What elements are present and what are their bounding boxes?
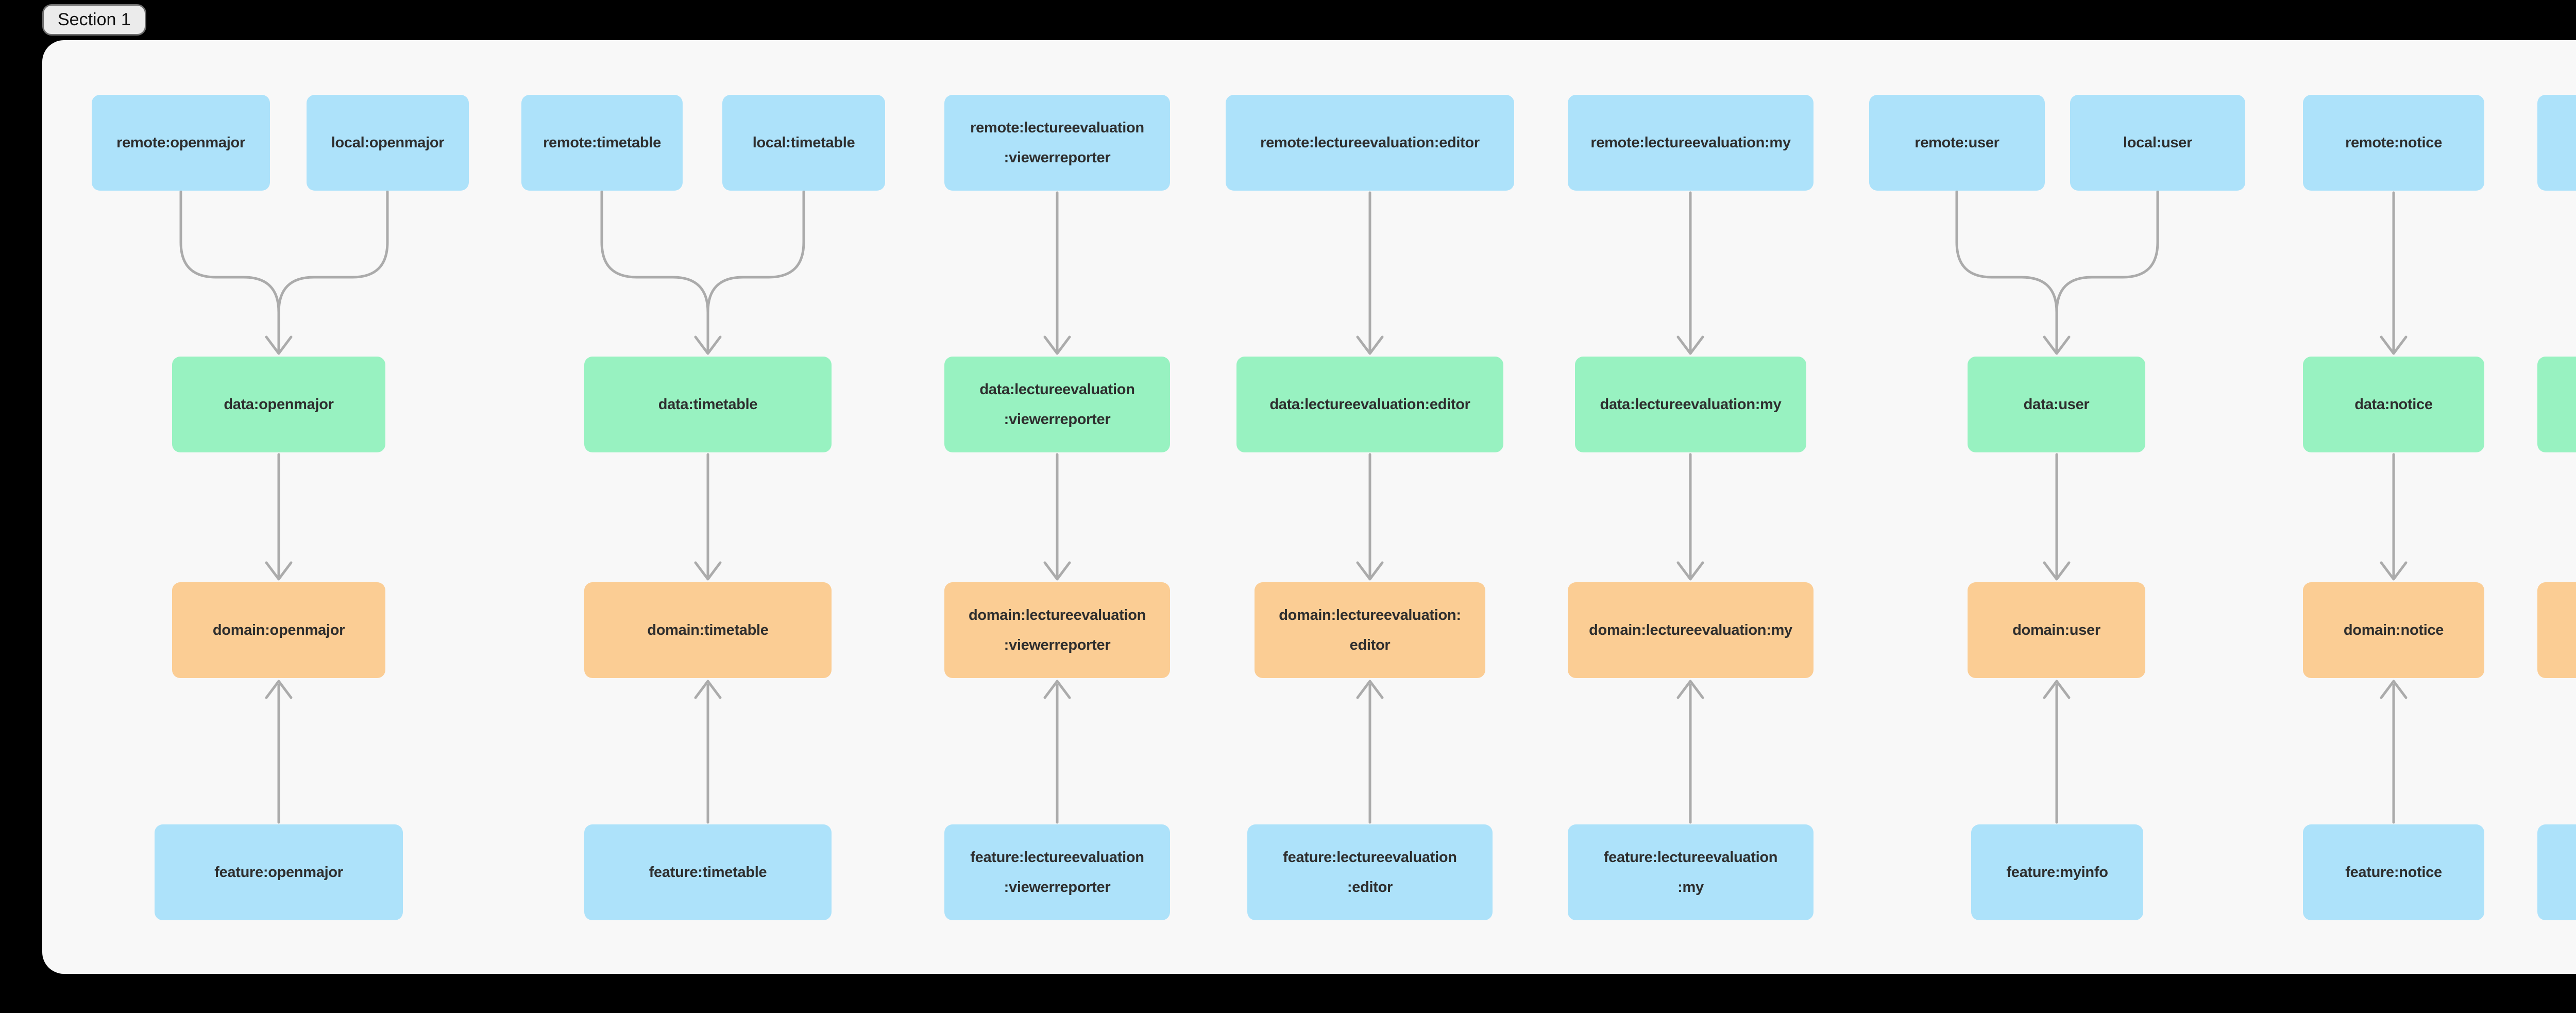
node-data-openmajor: data:openmajor	[172, 357, 385, 452]
node-remote-lectureevaluation-viewerreporter: remote:lectureevaluation :viewerreporter	[944, 95, 1170, 191]
edge-data-user-to-domain	[2043, 453, 2071, 581]
node-remote-user: remote:user	[1869, 95, 2045, 191]
node-data-signup: data:signup	[2537, 357, 2576, 452]
node-feature-lectureevaluation-my: feature:lectureevaluation :my	[1568, 824, 1814, 920]
node-feature-timetable: feature:timetable	[584, 824, 832, 920]
edge-data-my-to-domain	[1676, 453, 1704, 581]
node-domain-notice: domain:notice	[2303, 582, 2484, 678]
node-domain-lectureevaluation-editor: domain:lectureevaluation: editor	[1255, 582, 1485, 678]
node-remote-notice: remote:notice	[2303, 95, 2484, 191]
node-domain-timetable: domain:timetable	[584, 582, 832, 678]
edge-feature-openmajor-to-domain	[265, 680, 293, 824]
node-domain-lectureevaluation-my: domain:lectureevaluation:my	[1568, 582, 1814, 678]
edge-data-viewerreporter-to-domain	[1043, 453, 1071, 581]
node-data-lectureevaluation-viewerreporter: data:lectureevaluation :viewerreporter	[944, 357, 1170, 452]
edge-remote-local-user-to-data	[1955, 190, 2159, 355]
edge-feature-timetable-to-domain	[694, 680, 722, 824]
node-feature-myinfo: feature:myinfo	[1971, 824, 2143, 920]
node-remote-lectureevaluation-my: remote:lectureevaluation:my	[1568, 95, 1814, 191]
node-remote-signup: remote:signup	[2537, 95, 2576, 191]
node-remote-lectureevaluation-editor: remote:lectureevaluation:editor	[1226, 95, 1514, 191]
node-data-timetable: data:timetable	[584, 357, 832, 452]
node-data-lectureevaluation-my: data:lectureevaluation:my	[1575, 357, 1806, 452]
node-feature-lectureevaluation-viewerreporter: feature:lectureevaluation :viewerreporte…	[944, 824, 1170, 920]
node-feature-signup: feature:signup	[2537, 824, 2576, 920]
edge-feature-my-to-domain	[1676, 680, 1704, 824]
node-data-lectureevaluation-editor: data:lectureevaluation:editor	[1236, 357, 1503, 452]
edge-feature-editor-to-domain	[1356, 680, 1384, 824]
node-data-user: data:user	[1968, 357, 2145, 452]
edge-feature-notice-to-domain	[2380, 680, 2408, 824]
node-feature-openmajor: feature:openmajor	[155, 824, 403, 920]
section-chip[interactable]: Section 1	[42, 4, 146, 36]
edge-remote-my-to-data	[1676, 191, 1704, 355]
edge-data-notice-to-domain	[2380, 453, 2408, 581]
edge-feature-myinfo-to-domain	[2043, 680, 2071, 824]
edge-data-openmajor-to-domain	[265, 453, 293, 581]
node-domain-openmajor: domain:openmajor	[172, 582, 385, 678]
node-remote-openmajor: remote:openmajor	[92, 95, 270, 191]
edge-remote-local-openmajor-to-data	[179, 190, 389, 355]
edge-remote-notice-to-data	[2380, 191, 2408, 355]
edge-remote-viewerreporter-to-data	[1043, 191, 1071, 355]
node-local-user: local:user	[2070, 95, 2245, 191]
node-local-openmajor: local:openmajor	[307, 95, 469, 191]
node-feature-lectureevaluation-editor: feature:lectureevaluation :editor	[1247, 824, 1493, 920]
node-remote-timetable: remote:timetable	[521, 95, 683, 191]
edge-remote-local-timetable-to-data	[600, 190, 805, 355]
edge-data-timetable-to-domain	[694, 453, 722, 581]
edge-data-editor-to-domain	[1356, 453, 1384, 581]
diagram-panel	[42, 40, 2576, 974]
edge-remote-editor-to-data	[1356, 191, 1384, 355]
node-data-notice: data:notice	[2303, 357, 2484, 452]
node-feature-notice: feature:notice	[2303, 824, 2484, 920]
edge-feature-viewerreporter-to-domain	[1043, 680, 1071, 824]
node-domain-lectureevaluation-viewerreporter: domain:lectureevaluation :viewerreporter	[944, 582, 1170, 678]
node-domain-user: domain:user	[1968, 582, 2145, 678]
node-local-timetable: local:timetable	[722, 95, 885, 191]
node-domain-signup: domain:signup	[2537, 582, 2576, 678]
